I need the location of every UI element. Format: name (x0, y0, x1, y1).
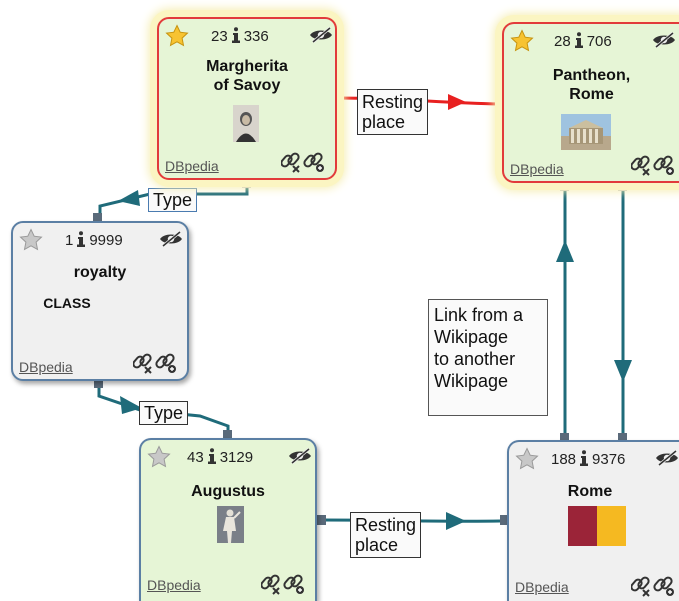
unlink-add-icons[interactable] (631, 575, 677, 597)
edge-label-wikipage-link[interactable]: Link from a Wikipage to another Wikipage (428, 299, 548, 416)
hide-icon[interactable] (652, 32, 676, 48)
unlink-add-icons[interactable] (133, 352, 179, 374)
flag-icon (568, 506, 626, 546)
unlink-add-icons[interactable] (261, 573, 307, 595)
node-type-label: CLASS (43, 295, 91, 311)
edge-arrowhead (120, 396, 142, 414)
star-icon[interactable] (147, 445, 171, 469)
node-title: Augustus (191, 483, 265, 500)
edge-port[interactable] (618, 181, 627, 191)
portrait-icon (233, 105, 259, 142)
edge-port[interactable] (317, 515, 326, 525)
edge-port[interactable] (93, 213, 102, 223)
info-icon (579, 450, 589, 466)
edge-label-resting-place[interactable]: Resting place (357, 89, 429, 135)
hide-icon[interactable] (288, 448, 312, 464)
star-icon[interactable] (165, 24, 189, 48)
edge-port[interactable] (223, 430, 232, 440)
edge-arrowhead-red (448, 94, 466, 110)
edge-label-type[interactable]: Type (148, 188, 198, 212)
edge-arrowhead (118, 190, 140, 206)
source-link[interactable]: DBpedia (165, 158, 219, 174)
node-title: Rome (567, 483, 613, 500)
hide-icon[interactable] (159, 231, 183, 247)
edge-arrowhead (446, 512, 466, 530)
star-icon[interactable] (515, 447, 539, 471)
node-title: royalty (73, 264, 127, 281)
source-link[interactable]: DBpedia (515, 579, 569, 595)
edge-port[interactable] (242, 178, 251, 188)
edge-label-resting-place[interactable]: Resting place (350, 512, 422, 558)
unlink-add-icons[interactable] (631, 154, 677, 176)
hide-icon[interactable] (309, 27, 333, 43)
edge-port[interactable] (560, 181, 569, 191)
statue-icon (217, 506, 244, 543)
edge-port[interactable] (94, 378, 103, 388)
pantheon-icon (561, 114, 611, 150)
info-icon (76, 231, 86, 247)
node-title: Margherita of Savoy (206, 58, 288, 94)
edge-port[interactable] (560, 433, 569, 443)
edge-arrowhead (556, 240, 574, 262)
info-icon (231, 27, 241, 43)
edge-port[interactable] (618, 433, 627, 443)
node-title: Pantheon, Rome (552, 67, 631, 103)
source-link[interactable]: DBpedia (510, 161, 564, 177)
star-icon[interactable] (510, 29, 534, 53)
edge-port[interactable] (334, 92, 343, 102)
info-icon (207, 448, 217, 464)
edge-port[interactable] (500, 515, 509, 525)
hide-icon[interactable] (655, 450, 679, 466)
edge-label-type[interactable]: Type (139, 401, 189, 425)
edge-arrowhead (614, 360, 632, 382)
source-link[interactable]: DBpedia (19, 359, 73, 375)
info-icon (574, 32, 584, 48)
unlink-add-icons[interactable] (281, 151, 327, 173)
source-link[interactable]: DBpedia (147, 577, 201, 593)
star-icon[interactable] (19, 228, 43, 252)
